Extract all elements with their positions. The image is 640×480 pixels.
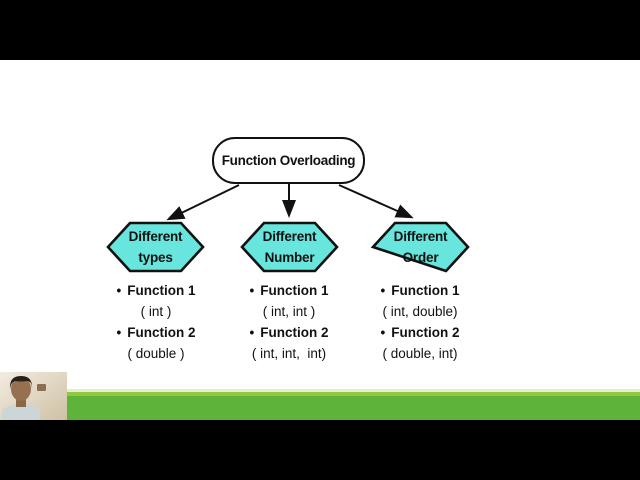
function-name: Function 1 — [260, 283, 329, 298]
function-params: ( double, int) — [382, 346, 458, 361]
function-name: Function 2 — [127, 325, 196, 340]
presenter-shirt — [2, 404, 40, 420]
presenter-avatar-icon — [0, 372, 67, 420]
list-item: • Function 1 — [345, 280, 495, 301]
list-item: • Function 2 — [345, 322, 495, 343]
slide-canvas: Function Overloading Different types Dif… — [0, 60, 640, 420]
bullet-icon: • — [380, 325, 386, 340]
branch-list-order: • Function 1 ( int, double) • Function 2 (… — [345, 280, 495, 364]
hexagon-different-types: Different types — [106, 221, 205, 273]
root-node-label: Function Overloading — [221, 153, 356, 168]
letterbox-top — [0, 0, 640, 60]
hexagon-label: Different types — [106, 221, 205, 273]
footer-pale-strip — [67, 389, 640, 392]
hexagon-label-line2: types — [138, 250, 173, 265]
footer-accent-strip — [67, 392, 640, 396]
hexagon-label-line1: Different — [128, 229, 183, 244]
function-params: ( int, int ) — [262, 304, 316, 319]
list-item: • Function 1 — [81, 280, 231, 301]
presenter-neck — [16, 398, 26, 407]
bullet-icon: • — [249, 325, 255, 340]
function-params: ( int ) — [140, 304, 172, 319]
hexagon-label: Different Order — [371, 221, 470, 273]
bullet-icon: • — [380, 283, 386, 298]
bullet-icon: • — [116, 325, 122, 340]
list-item: • Function 2 — [214, 322, 364, 343]
hexagon-shape-icon — [240, 221, 339, 273]
branch-list-number: • Function 1 ( int, int ) • Function 2 ( i… — [214, 280, 364, 364]
function-name: Function 1 — [391, 283, 460, 298]
bullet-icon: • — [116, 283, 122, 298]
hexagon-label-line1: Different — [393, 229, 448, 244]
hexagon-label-line1: Different — [262, 229, 317, 244]
letterbox-bottom — [0, 420, 640, 480]
webcam-overlay — [0, 372, 67, 420]
list-item: • Function 2 — [81, 322, 231, 343]
function-params: ( int, double) — [382, 304, 458, 319]
function-params: ( double ) — [127, 346, 185, 361]
function-name: Function 2 — [260, 325, 329, 340]
function-params: ( int, int, int) — [251, 346, 327, 361]
hexagon-label: Different Number — [240, 221, 339, 273]
hexagon-label-line2: Number — [264, 250, 315, 265]
bullet-icon: • — [249, 283, 255, 298]
list-item: • Function 1 — [214, 280, 364, 301]
hexagon-shape-icon — [370, 221, 470, 273]
hexagon-different-order: Different Order — [370, 221, 470, 273]
arrow-to-types-icon — [166, 184, 240, 221]
presenter-face — [11, 377, 31, 401]
branch-list-types: • Function 1 ( int ) • Function 2 ( double… — [81, 280, 231, 364]
hexagon-label-line2: Order — [402, 250, 439, 265]
function-name: Function 1 — [127, 283, 196, 298]
wall-switch-panel — [37, 384, 46, 391]
presenter-hair — [9, 376, 33, 389]
hexagon-shape-icon — [106, 221, 205, 273]
function-name: Function 2 — [391, 325, 460, 340]
hexagon-different-number: Different Number — [240, 221, 339, 273]
arrow-to-order-icon — [338, 184, 414, 219]
root-node: Function Overloading — [212, 137, 365, 184]
footer-green-bar — [67, 396, 640, 420]
